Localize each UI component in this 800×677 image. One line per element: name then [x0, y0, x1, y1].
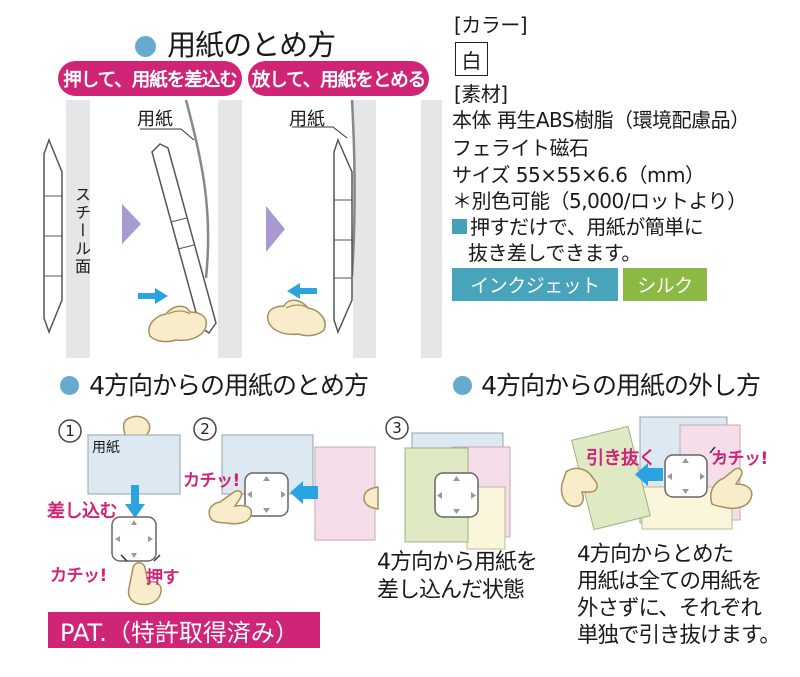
step-number: 1	[65, 422, 75, 440]
purple-arrow-icon	[122, 204, 141, 244]
finger-press-up	[127, 562, 162, 606]
clip-front	[244, 472, 289, 517]
clip-side-tilted	[138, 100, 217, 343]
clip-front	[111, 516, 157, 562]
four-remove-heading-label: 4方向からの用紙の外し方	[481, 371, 761, 400]
click-label: カチッ!	[183, 471, 240, 491]
hand-pulling-paper	[560, 467, 598, 508]
spec-column: [カラー] 白 [素材] 本体 再生ABS樹脂（環境配慮品） フェライト磁石 サ…	[452, 0, 800, 310]
fasten-heading: 用紙のとめ方	[135, 22, 336, 64]
paper-label: 用紙	[137, 109, 173, 130]
paper-label: 用紙	[289, 109, 325, 130]
click-marks	[709, 446, 724, 461]
material-line: 本体 再生ABS樹脂（環境配慮品）	[452, 108, 750, 132]
paper-curve	[184, 100, 210, 279]
step-circle	[385, 416, 409, 440]
four-remove-illustration	[560, 416, 753, 531]
step-circle	[193, 417, 217, 441]
click-label: カチッ!	[711, 449, 768, 469]
steel-band	[353, 100, 376, 358]
step-number: 3	[392, 419, 402, 437]
patent-banner: PAT.（特許取得済み）	[48, 612, 320, 648]
blue-arrow-down-icon	[125, 485, 145, 518]
blue-arrow-left-icon	[290, 481, 318, 504]
square-bullet-icon	[452, 219, 467, 234]
tag-silk: シルク	[623, 268, 707, 301]
finger-line	[167, 310, 191, 315]
clip-front	[664, 454, 708, 498]
remove-caption: 4方向からとめた 用紙は全ての用紙を 外さずに、それぞれ 単独で引き抜けます。	[577, 541, 781, 649]
feature-text: 抜き差しできます。	[468, 241, 641, 265]
paper-curve	[350, 100, 356, 277]
push-label: 押す	[146, 568, 180, 588]
clip-side-holding	[266, 100, 356, 337]
step-circle	[58, 419, 82, 443]
caption-line: 4方向からとめた	[577, 542, 734, 567]
heading-bullet-icon	[135, 36, 156, 57]
click-marks	[120, 554, 161, 562]
blue-arrow-left-icon	[287, 283, 317, 299]
pill-release-fasten: 放して、用紙をとめる	[248, 61, 429, 96]
four-fasten-illustration: 1 2 3	[58, 415, 511, 606]
fasten-heading-label: 用紙のとめ方	[167, 28, 336, 62]
steel-band	[421, 100, 442, 358]
step3-caption: 4方向から用紙を 差し込んだ状態	[377, 549, 538, 605]
caption-line: 用紙は全ての用紙を	[577, 569, 763, 594]
color-value-box: 白	[455, 42, 488, 76]
step-number: 2	[200, 420, 210, 438]
clip-side-flat	[43, 137, 63, 335]
tag-inkjet: インクジェット	[452, 268, 618, 301]
heading-bullet-icon	[60, 376, 79, 395]
insert-label: 差し込む	[47, 501, 118, 522]
paper-label: 用紙	[92, 440, 120, 456]
fasten-illustration	[43, 100, 442, 358]
hand-holding-paper	[363, 486, 379, 510]
blue-arrow-right-icon	[138, 288, 168, 304]
hand-pressing-clip	[710, 467, 753, 510]
steel-band	[218, 100, 242, 358]
note-line: ＊別色可能（5,000/ロットより）	[452, 189, 747, 213]
paper-leader-line	[140, 128, 195, 141]
four-fasten-heading: 4方向からの用紙のとめ方	[60, 366, 369, 402]
material-header: [素材]	[454, 82, 508, 106]
steel-surface-label: スチール面	[72, 186, 91, 276]
click-label: カチッ!	[50, 566, 107, 586]
clip-front	[434, 472, 479, 518]
size-line: サイズ 55×55×6.6（mm）	[452, 163, 705, 187]
pull-out-label: 引き抜く	[586, 448, 657, 469]
finger-line	[285, 304, 309, 309]
heading-bullet-icon	[453, 376, 472, 395]
finger-press	[148, 305, 208, 343]
material-line: フェライト磁石	[452, 136, 589, 160]
caption-line: 差し込んだ状態	[377, 578, 525, 603]
caption-line: 4方向から用紙を	[377, 550, 538, 575]
hand-pointing	[208, 490, 253, 525]
four-remove-heading: 4方向からの用紙の外し方	[453, 366, 761, 402]
pill-push-insert: 押して、用紙を差込む	[58, 61, 242, 96]
four-fasten-heading-label: 4方向からの用紙のとめ方	[89, 371, 369, 400]
color-header: [カラー]	[454, 13, 528, 37]
steel-band	[66, 100, 90, 358]
caption-line: 単独で引き抜けます。	[577, 623, 781, 648]
feature-line: 押すだけで、用紙が簡単に	[452, 215, 704, 239]
feature-text: 押すだけで、用紙が簡単に	[470, 215, 704, 239]
finger-release	[266, 299, 326, 337]
caption-line: 外さずに、それぞれ	[577, 596, 762, 621]
paper-leader-line	[292, 126, 348, 139]
blue-arrow-left-icon	[635, 463, 663, 486]
purple-arrow-icon	[266, 206, 285, 252]
